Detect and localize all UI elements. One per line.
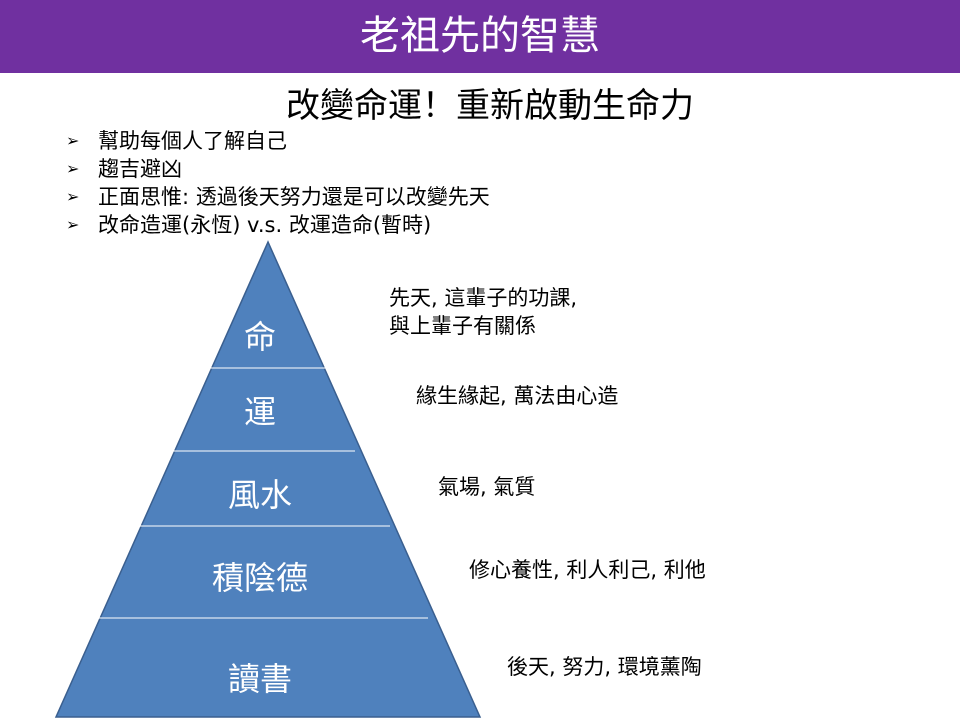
arrow-bullet-icon: ➢ (66, 186, 80, 206)
bullet-text: 改命造運(永恆) v.s. 改運造命(暫時) (98, 213, 432, 237)
bullet-item: ➢ 正面思惟: 透過後天努力還是可以改變先天 (66, 182, 490, 210)
layer-note: 後天, 努力, 環境薰陶 (507, 653, 702, 681)
layer-note-line: 後天, 努力, 環境薰陶 (507, 655, 702, 679)
title-bar: 老祖先的智慧 (0, 0, 960, 73)
bullet-list: ➢ 幫助每個人了解自己 ➢ 趨吉避凶 ➢ 正面思惟: 透過後天努力還是可以改變先… (66, 126, 490, 238)
bullet-text: 趨吉避凶 (98, 157, 182, 181)
pyramid-layer-label-dushu: 讀書 (227, 660, 292, 698)
layer-note: 緣生緣起, 萬法由心造 (416, 382, 618, 410)
pyramid-layer-label-yun: 運 (243, 393, 276, 431)
bullet-text: 幫助每個人了解自己 (98, 129, 287, 153)
layer-note-line: 與上輩子有關係 (389, 314, 536, 338)
arrow-bullet-icon: ➢ (66, 158, 80, 178)
layer-note-line: 氣場, 氣質 (438, 475, 536, 499)
layer-note-line: 緣生緣起, 萬法由心造 (416, 384, 619, 408)
layer-note-line: 先天, 這輩子的功課, (389, 286, 578, 310)
bullet-item: ➢ 幫助每個人了解自己 (66, 126, 490, 154)
pyramid-layer-label-fengshui: 風水 (227, 476, 292, 514)
slide-subtitle: 改變命運！重新啟動生命力 (286, 86, 694, 126)
pyramid-layer-label-jiyinde: 積陰德 (211, 559, 308, 597)
layer-note: 修心養性, 利人利己, 利他 (469, 556, 706, 584)
bullet-item: ➢ 趨吉避凶 (66, 154, 490, 182)
layer-note-line: 修心養性, 利人利己, 利他 (469, 558, 706, 582)
layer-note: 先天, 這輩子的功課, 與上輩子有關係 (389, 284, 577, 340)
pyramid-shape (54, 240, 482, 718)
bullet-item: ➢ 改命造運(永恆) v.s. 改運造命(暫時) (66, 210, 490, 238)
bullet-text: 正面思惟: 透過後天努力還是可以改變先天 (98, 185, 490, 209)
layer-note: 氣場, 氣質 (438, 473, 535, 501)
slide-title: 老祖先的智慧 (360, 13, 600, 59)
arrow-bullet-icon: ➢ (66, 130, 80, 150)
arrow-bullet-icon: ➢ (66, 214, 80, 234)
pyramid-layer-label-ming: 命 (243, 318, 276, 356)
